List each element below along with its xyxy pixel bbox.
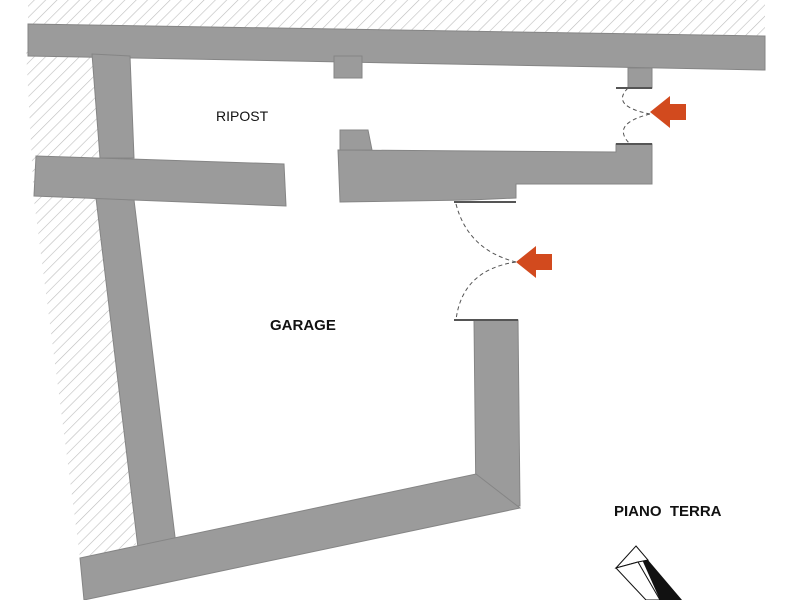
plan-title: PIANO TERRA bbox=[614, 503, 722, 520]
wall-bottom bbox=[79, 473, 522, 600]
wall-middle-right bbox=[337, 143, 653, 203]
arrow-left-icon bbox=[516, 246, 552, 278]
door-arc-garage-lower bbox=[455, 261, 517, 321]
wall-ripost-jamb bbox=[339, 129, 373, 151]
arrow-ripost-entrance bbox=[650, 96, 686, 128]
door-arc-ripost-lower bbox=[622, 113, 651, 145]
wall-left-upper bbox=[91, 53, 135, 159]
north-arrow-light-tail bbox=[615, 561, 661, 600]
north-arrow-icon bbox=[614, 545, 682, 600]
room-label-ripost: RIPOST bbox=[216, 108, 269, 124]
door-arc-ripost-upper bbox=[622, 87, 651, 115]
walls bbox=[27, 23, 766, 600]
wall-stub-top bbox=[333, 55, 363, 79]
arrow-garage-entrance bbox=[516, 246, 552, 278]
door-leaves bbox=[454, 87, 652, 321]
arrow-left-icon bbox=[650, 96, 686, 128]
doors bbox=[455, 87, 651, 321]
wall-entrance-top-jamb bbox=[627, 67, 653, 89]
room-label-garage: GARAGE bbox=[270, 317, 336, 334]
wall-middle-left bbox=[33, 155, 287, 207]
wall-top bbox=[27, 23, 766, 71]
door-arc-garage-upper bbox=[455, 203, 517, 263]
